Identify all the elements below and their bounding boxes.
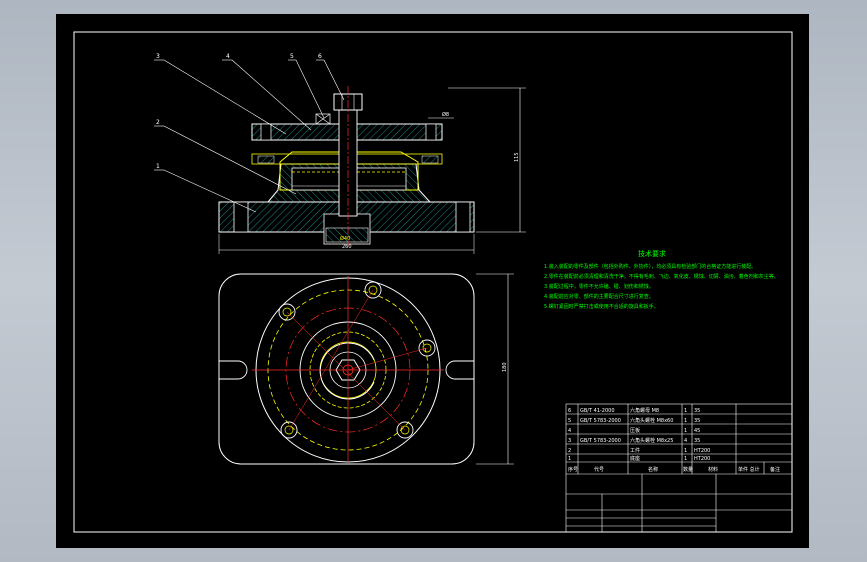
dim-height-front: 115 (514, 152, 520, 162)
parts-header-name: 名称 (648, 466, 658, 473)
svg-text:六角头螺栓 M8x25: 六角头螺栓 M8x25 (630, 437, 673, 444)
parts-header-weight: 单件 总计 (738, 466, 760, 473)
svg-text:压板: 压板 (630, 427, 640, 434)
callout-2: 2 (156, 119, 160, 126)
tech-line-5: 5.螺钉紧固时严禁打击或使用不合适的旋具和扳手。 (544, 303, 659, 310)
left-slot (219, 360, 248, 380)
parts-header-remark: 备注 (770, 466, 780, 473)
dim-width-front: 260 (342, 244, 352, 250)
svg-text:工件: 工件 (630, 447, 640, 454)
parts-header-code: 代号 (594, 466, 604, 473)
parts-row-5: 2 (568, 448, 571, 454)
tech-title: 技术要求 (638, 249, 666, 258)
tech-line-4: 4.装配前应对零、部件的主要配合尺寸进行复查。 (544, 293, 654, 300)
top-view: 180 (218, 273, 514, 465)
svg-text:35: 35 (694, 418, 700, 424)
parts-row-4: 3 (568, 438, 571, 444)
svg-text:GB/T 41-2000: GB/T 41-2000 (580, 408, 615, 414)
callout-3: 3 (156, 53, 160, 60)
svg-text:1: 1 (684, 428, 687, 434)
tech-line-1: 1.装入装配的零件及部件（包括外购件、外协件），均必须具有检验部门的合格证方能进… (544, 263, 756, 270)
svg-text:六角头螺栓 M8x60: 六角头螺栓 M8x60 (630, 417, 673, 424)
svg-text:35: 35 (694, 438, 700, 444)
bolt-hole-2 (364, 281, 382, 299)
bolt-hole-3 (418, 339, 436, 357)
svg-text:35: 35 (694, 408, 700, 414)
svg-text:GB/T 5783-2000: GB/T 5783-2000 (580, 418, 621, 424)
svg-text:4: 4 (684, 438, 687, 444)
bolt-hole-4 (396, 421, 414, 439)
parts-header-qty: 数量 (683, 466, 693, 473)
bolt-hole-1 (278, 303, 296, 321)
callout-4: 4 (226, 53, 230, 60)
tech-line-2: 2.零件在装配前必须清理和清洗干净，不得有毛刺、飞边、氧化皮、锈蚀、切屑、油污、… (544, 273, 779, 280)
bolt-hole-5 (280, 421, 298, 439)
parts-row-1: 6 (568, 408, 571, 414)
front-view: 3 4 5 6 2 1 115 260 Ø40 Ø8 (154, 53, 526, 254)
svg-text:六角螺母 M8: 六角螺母 M8 (630, 407, 659, 414)
callout-6: 6 (318, 53, 322, 60)
dim-bore: Ø40 (340, 235, 350, 242)
dim-height-top: 180 (502, 362, 508, 372)
cad-drawing: 3 4 5 6 2 1 115 260 Ø40 Ø8 (73, 31, 793, 533)
c-washer (319, 342, 375, 400)
parts-row-2: 5 (568, 418, 571, 424)
top-base-outline (218, 273, 475, 465)
tech-line-3: 3.装配过程中，零件不允许磕、碰、划伤和锈蚀。 (544, 283, 654, 290)
callout-5: 5 (290, 53, 294, 60)
svg-text:1: 1 (684, 408, 687, 414)
callout-1: 1 (156, 163, 160, 170)
title-block (565, 403, 793, 533)
parts-header-no: 序号 (568, 466, 578, 473)
parts-row-3: 4 (568, 428, 571, 434)
svg-text:1: 1 (684, 448, 687, 454)
svg-text:HT200: HT200 (694, 448, 710, 454)
parts-header-material: 材料 (708, 466, 718, 473)
drawing-border (73, 31, 793, 533)
right-slot (445, 360, 474, 380)
parts-list-text: 6 GB/T 41-2000 六角螺母 M8 1 35 5 GB/T 5783-… (568, 407, 780, 473)
svg-text:GB/T 5783-2000: GB/T 5783-2000 (580, 438, 621, 444)
svg-text:HT200: HT200 (694, 456, 710, 462)
dim-top: Ø8 (442, 111, 449, 118)
svg-text:底座: 底座 (630, 455, 640, 462)
svg-text:1: 1 (684, 418, 687, 424)
svg-text:1: 1 (684, 456, 687, 462)
svg-text:45: 45 (694, 428, 700, 434)
tech-requirements: 技术要求 1.装入装配的零件及部件（包括外购件、外协件），均必须具有检验部门的合… (544, 249, 779, 310)
parts-row-6: 1 (568, 456, 571, 462)
drawing-canvas[interactable]: 3 4 5 6 2 1 115 260 Ø40 Ø8 (56, 14, 809, 548)
workpiece (279, 151, 419, 191)
